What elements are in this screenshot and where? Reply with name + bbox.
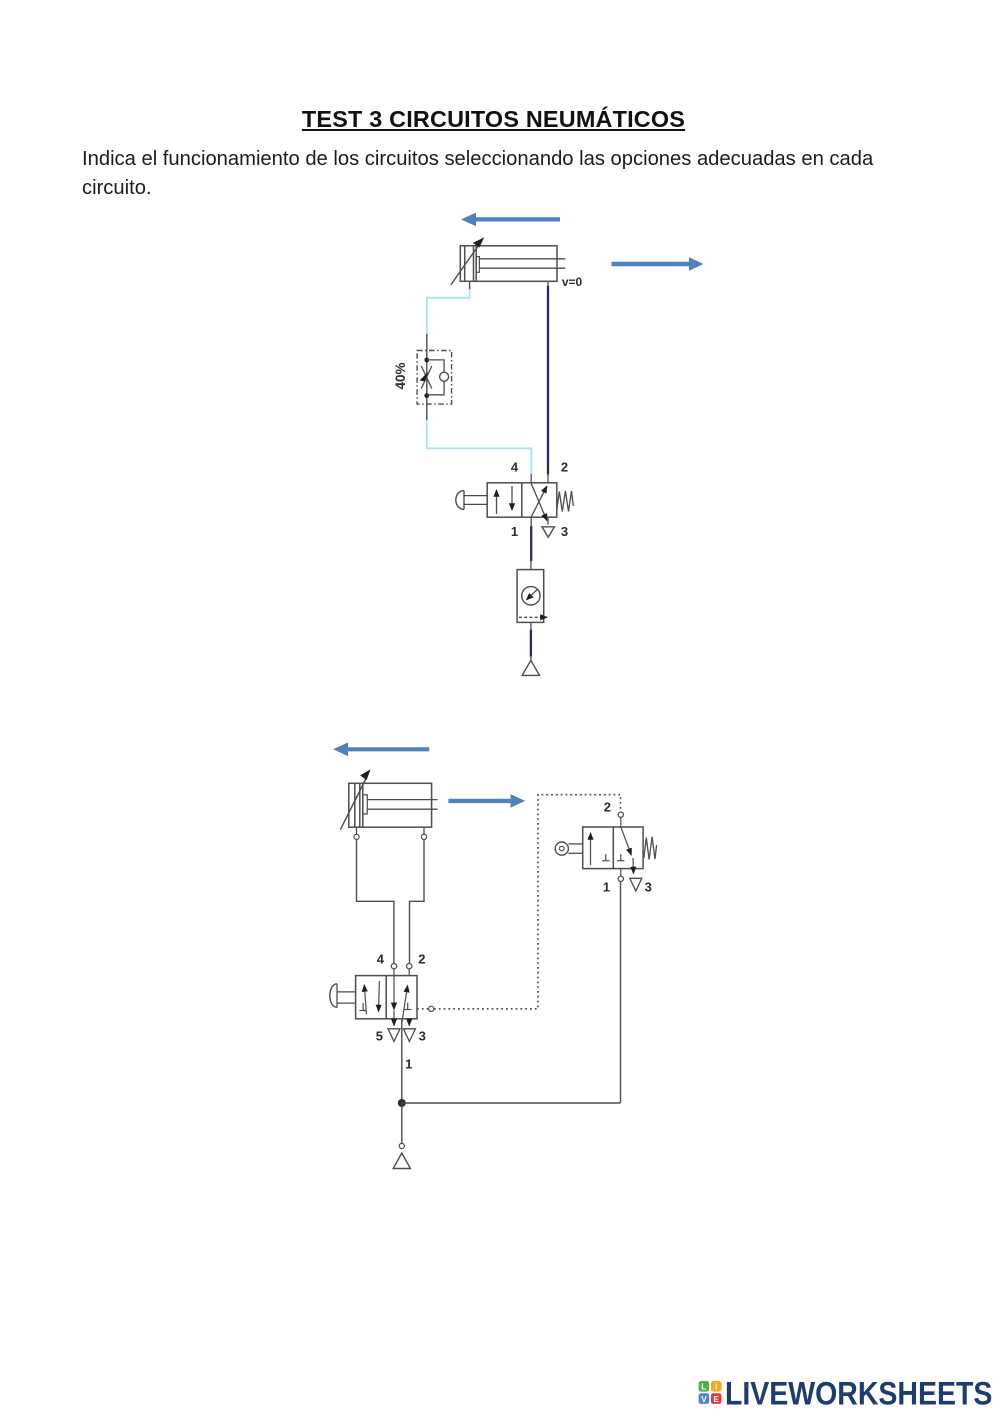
svg-text:40%: 40%	[393, 362, 408, 389]
svg-text:2: 2	[561, 460, 568, 475]
svg-text:2: 2	[604, 799, 611, 814]
svg-text:4: 4	[511, 460, 519, 475]
svg-text:1: 1	[511, 524, 518, 539]
svg-text:1: 1	[405, 1057, 412, 1072]
svg-text:5: 5	[376, 1028, 383, 1043]
svg-text:3: 3	[645, 879, 652, 894]
svg-text:4: 4	[377, 952, 385, 967]
svg-text:3: 3	[419, 1028, 426, 1043]
svg-text:E: E	[713, 1394, 719, 1404]
svg-text:1: 1	[603, 879, 610, 894]
svg-text:I: I	[715, 1382, 717, 1392]
svg-text:2: 2	[418, 952, 425, 967]
svg-text:V: V	[701, 1394, 707, 1404]
svg-text:v=0: v=0	[562, 275, 583, 289]
svg-text:L: L	[701, 1382, 706, 1392]
svg-text:3: 3	[561, 524, 568, 539]
svg-text:LIVEWORKSHEETS: LIVEWORKSHEETS	[725, 1377, 992, 1412]
